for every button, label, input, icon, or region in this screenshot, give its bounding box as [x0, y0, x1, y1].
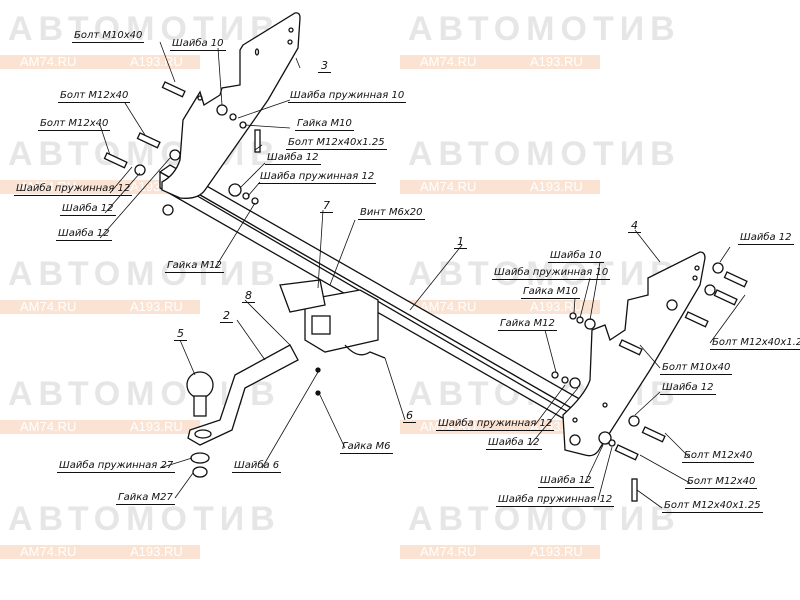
label-spring-washer-12: Шайба пружинная 12: [258, 171, 377, 184]
watermark-site-am74: AM74.RU: [20, 179, 77, 194]
label-spring-washer-12: Шайба пружинная 12: [496, 494, 615, 507]
tow-ball-part-5: [186, 371, 214, 478]
label-spring-washer-12: Шайба пружинная 12: [436, 418, 555, 431]
watermark-site-am74: AM74.RU: [420, 544, 477, 559]
watermark-band: AM74.RU A193.RU: [400, 180, 600, 194]
label-bolt-m12x40: Болт М12х40: [38, 118, 111, 131]
label-nut-m12: Гайка М12: [165, 260, 224, 273]
watermark-site-a193: A193.RU: [530, 299, 583, 314]
left-bracket-part-3: [161, 12, 301, 216]
watermark-site-a193: A193.RU: [130, 419, 183, 434]
label-nut-m10: Гайка М10: [521, 286, 580, 299]
label-washer-10: Шайба 10: [170, 38, 226, 51]
label-washer-12: Шайба 12: [56, 228, 112, 241]
ball-mount-part-2: [187, 344, 299, 446]
label-nut-m10: Гайка М10: [295, 118, 354, 131]
label-spring-washer-12: Шайба пружинная 12: [14, 183, 133, 196]
watermark-logo: АВТОМОТИВ: [8, 255, 281, 293]
label-nut-m27: Гайка М27: [116, 492, 175, 505]
label-washer-12: Шайба 12: [265, 152, 321, 165]
label-washer-10: Шайба 10: [548, 250, 604, 263]
watermark-logo: АВТОМОТИВ: [408, 135, 681, 173]
part-number-6: 6: [403, 410, 416, 423]
label-spring-washer-10: Шайба пружинная 10: [288, 90, 407, 103]
watermark-band: AM74.RU A193.RU: [400, 55, 600, 69]
watermark-site-am74: AM74.RU: [20, 299, 77, 314]
label-washer-12: Шайба 12: [538, 475, 594, 488]
watermark-site-a193: A193.RU: [530, 544, 583, 559]
part-number-7: 7: [320, 200, 333, 213]
label-spring-washer-10: Шайба пружинная 10: [492, 267, 611, 280]
watermark-logo: АВТОМОТИВ: [408, 255, 681, 293]
part-number-4: 4: [628, 220, 641, 233]
receiver-hitch: [279, 279, 386, 359]
watermark-site-a193: A193.RU: [530, 179, 583, 194]
watermark-band: AM74.RU A193.RU: [400, 545, 600, 559]
watermark-site-am74: AM74.RU: [420, 54, 477, 69]
watermark-site-a193: A193.RU: [130, 54, 183, 69]
watermark-site-am74: AM74.RU: [20, 544, 77, 559]
label-nut-m6: Гайка М6: [340, 441, 393, 454]
label-bolt-m10x40: Болт М10х40: [72, 30, 145, 43]
leader-lines: [99, 41, 746, 509]
watermark-band: AM74.RU A193.RU: [0, 300, 200, 314]
watermark-band: AM74.RU A193.RU: [400, 300, 600, 314]
label-nut-m12: Гайка М12: [498, 318, 557, 331]
part-number-2: 2: [220, 310, 233, 323]
label-bolt-m12x40: Болт М12х40: [685, 476, 758, 489]
watermark-site-a193: A193.RU: [130, 299, 183, 314]
part-number-1: 1: [454, 236, 467, 249]
label-screw-m6x20: Винт М6х20: [358, 207, 425, 220]
watermark-logo: АВТОМОТИВ: [8, 500, 281, 538]
label-washer-12: Шайба 12: [738, 232, 794, 245]
watermark-band: AM74.RU A193.RU: [0, 55, 200, 69]
watermark-logo: АВТОМОТИВ: [8, 10, 281, 48]
part-number-3: 3: [318, 60, 331, 73]
label-bolt-m12x40x1.25: Болт М12х40х1.25: [286, 137, 387, 150]
label-washer-12: Шайба 12: [60, 203, 116, 216]
label-spring-washer-27: Шайба пружинная 27: [57, 460, 176, 473]
watermark-logo: АВТОМОТИВ: [408, 10, 681, 48]
watermark-band: AM74.RU A193.RU: [0, 545, 200, 559]
label-bolt-m12x40x1.25: Болт М12х40х1.25: [662, 500, 763, 513]
watermark-band: AM74.RU A193.RU: [0, 420, 200, 434]
label-bolt-m12x40: Болт М12х40: [58, 90, 131, 103]
right-bracket-part-4: [562, 251, 706, 457]
watermark-site-a193: A193.RU: [530, 54, 583, 69]
watermark-site-am74: AM74.RU: [420, 299, 477, 314]
fasteners: [103, 81, 748, 502]
part-number-8: 8: [242, 290, 255, 303]
label-washer-12: Шайба 12: [486, 437, 542, 450]
label-washer-12: Шайба 12: [660, 382, 716, 395]
label-washer-6: Шайба 6: [232, 460, 282, 473]
watermark-site-am74: AM74.RU: [20, 419, 77, 434]
watermark-site-am74: AM74.RU: [20, 54, 77, 69]
watermark-site-a193: A193.RU: [130, 544, 183, 559]
label-bolt-m12x40x1.25: Болт М12х40х1.25: [710, 337, 800, 350]
label-bolt-m12x40: Болт М12х40: [682, 450, 755, 463]
part-number-5: 5: [174, 328, 187, 341]
watermark-site-am74: AM74.RU: [420, 179, 477, 194]
label-bolt-m10x40: Болт М10х40: [660, 362, 733, 375]
